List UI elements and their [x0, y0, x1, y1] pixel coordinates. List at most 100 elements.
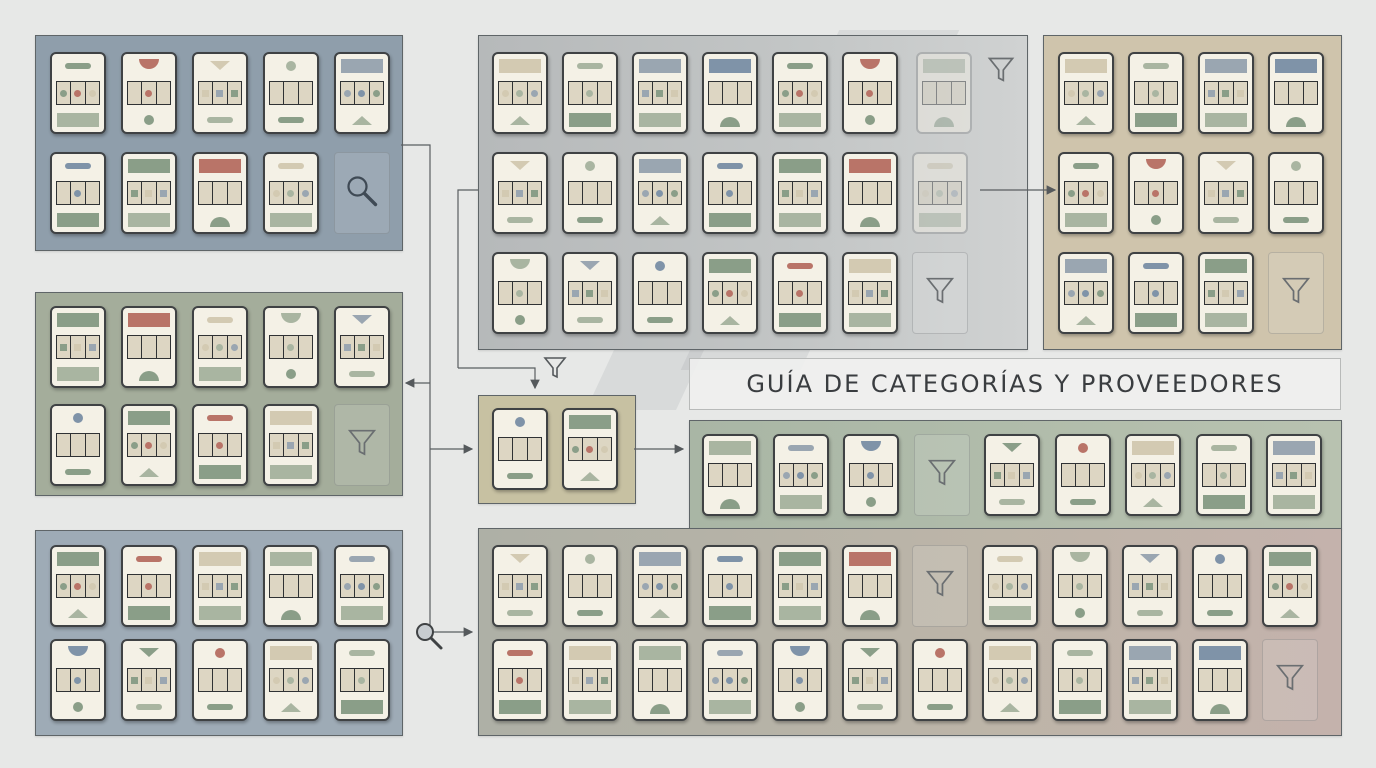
category-card[interactable]	[772, 52, 828, 134]
filter-tool-slot[interactable]	[1262, 639, 1318, 721]
filter-tool-slot[interactable]	[334, 404, 390, 486]
category-card[interactable]	[1054, 434, 1111, 516]
filter-tool-slot[interactable]	[1268, 252, 1324, 334]
category-card[interactable]	[842, 152, 898, 234]
category-card[interactable]	[702, 639, 758, 721]
category-card[interactable]	[702, 545, 758, 627]
category-card[interactable]	[1128, 52, 1184, 134]
category-card[interactable]	[772, 252, 828, 334]
category-card[interactable]	[1268, 152, 1324, 234]
category-card[interactable]	[632, 252, 688, 334]
filter-tool-slot[interactable]	[913, 434, 970, 516]
category-card[interactable]	[334, 545, 390, 627]
category-card[interactable]	[50, 404, 106, 486]
category-card[interactable]	[50, 639, 106, 721]
category-card[interactable]	[121, 152, 177, 234]
category-card[interactable]	[562, 252, 618, 334]
category-card[interactable]	[772, 152, 828, 234]
category-card[interactable]	[562, 639, 618, 721]
category-card[interactable]	[492, 639, 548, 721]
category-card[interactable]	[772, 545, 828, 627]
category-card[interactable]	[1058, 152, 1114, 234]
category-card[interactable]	[842, 639, 898, 721]
category-card[interactable]	[562, 408, 618, 490]
category-card[interactable]	[702, 52, 758, 134]
category-card[interactable]	[1195, 434, 1252, 516]
category-card[interactable]	[1192, 545, 1248, 627]
category-card[interactable]	[263, 306, 319, 388]
category-card[interactable]	[192, 52, 248, 134]
category-card[interactable]	[562, 52, 618, 134]
category-card[interactable]	[192, 404, 248, 486]
category-card[interactable]	[842, 545, 898, 627]
category-card[interactable]	[1058, 252, 1114, 334]
category-card[interactable]	[492, 545, 548, 627]
category-card[interactable]	[192, 152, 248, 234]
category-card[interactable]	[982, 639, 1038, 721]
category-card[interactable]	[1266, 434, 1322, 516]
category-card[interactable]	[121, 404, 177, 486]
category-card[interactable]	[263, 52, 319, 134]
category-card[interactable]	[982, 545, 1038, 627]
category-card[interactable]	[192, 545, 248, 627]
category-card[interactable]	[192, 639, 248, 721]
category-card[interactable]	[702, 434, 758, 516]
category-card[interactable]	[492, 252, 548, 334]
search-tool-slot[interactable]	[334, 152, 390, 234]
category-card[interactable]	[1268, 52, 1324, 134]
category-card[interactable]	[702, 152, 758, 234]
category-card[interactable]	[50, 306, 106, 388]
category-card[interactable]	[1052, 545, 1108, 627]
category-card[interactable]	[632, 52, 688, 134]
category-card[interactable]	[1198, 52, 1254, 134]
category-card[interactable]	[842, 252, 898, 334]
category-card[interactable]	[50, 52, 106, 134]
category-card[interactable]	[263, 545, 319, 627]
category-card[interactable]	[50, 152, 106, 234]
category-card[interactable]	[843, 434, 899, 516]
category-card[interactable]	[842, 52, 898, 134]
filter-icon[interactable]	[987, 55, 1015, 89]
category-card[interactable]	[1128, 152, 1184, 234]
category-card[interactable]	[632, 639, 688, 721]
category-card[interactable]	[334, 306, 390, 388]
category-card[interactable]	[492, 152, 548, 234]
category-card[interactable]	[1198, 152, 1254, 234]
category-card[interactable]	[263, 404, 319, 486]
category-card[interactable]	[632, 545, 688, 627]
filter-icon[interactable]	[543, 355, 567, 385]
category-card[interactable]	[1128, 252, 1184, 334]
category-card[interactable]	[121, 545, 177, 627]
category-card[interactable]	[121, 52, 177, 134]
category-card[interactable]	[984, 434, 1040, 516]
category-card[interactable]	[912, 639, 968, 721]
category-card[interactable]	[1122, 639, 1178, 721]
category-card[interactable]	[1058, 52, 1114, 134]
category-card[interactable]	[334, 639, 390, 721]
category-card[interactable]	[492, 408, 548, 490]
filter-tool-slot[interactable]	[912, 252, 968, 334]
category-card[interactable]	[772, 434, 829, 516]
category-card[interactable]	[1125, 434, 1181, 516]
category-card[interactable]	[1122, 545, 1178, 627]
category-card[interactable]	[121, 639, 177, 721]
category-card[interactable]	[1192, 639, 1248, 721]
category-card[interactable]	[562, 152, 618, 234]
category-card[interactable]	[121, 306, 177, 388]
category-card[interactable]	[772, 639, 828, 721]
category-card[interactable]	[632, 152, 688, 234]
category-card[interactable]	[916, 52, 972, 134]
category-card[interactable]	[1052, 639, 1108, 721]
category-card[interactable]	[912, 152, 968, 234]
category-card[interactable]	[1198, 252, 1254, 334]
category-card[interactable]	[192, 306, 248, 388]
category-card[interactable]	[263, 152, 319, 234]
search-icon[interactable]	[413, 620, 445, 656]
category-card[interactable]	[50, 545, 106, 627]
category-card[interactable]	[702, 252, 758, 334]
category-card[interactable]	[562, 545, 618, 627]
category-card[interactable]	[263, 639, 319, 721]
category-card[interactable]	[1262, 545, 1318, 627]
category-card[interactable]	[492, 52, 548, 134]
filter-tool-slot[interactable]	[912, 545, 968, 627]
